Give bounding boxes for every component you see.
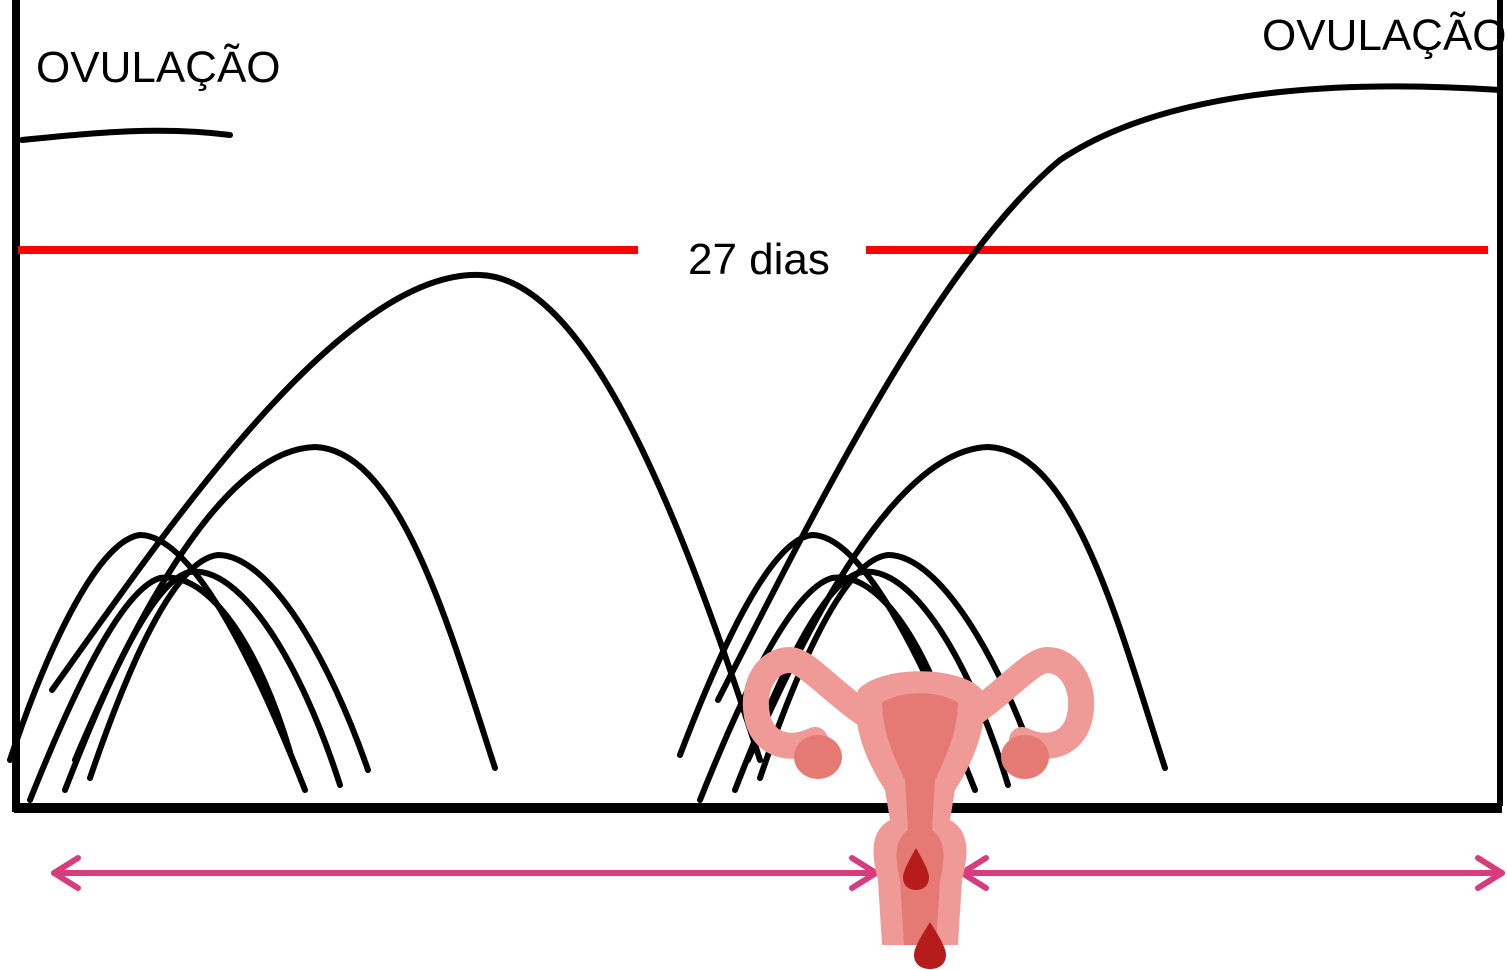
ovulation-label-right: OVULAÇÃO [1262,14,1507,58]
ovary-left [794,735,842,779]
dominant-follicle-curve [52,275,760,760]
follicle-curve [65,572,340,790]
ovary-right [1001,735,1049,779]
follicle-curve [75,447,495,768]
dominant-follicle-previous-curve [22,131,230,140]
uterus-icon [756,660,1081,969]
ovulation-label-left: OVULAÇÃO [36,46,281,90]
cycle-arrow-left [54,858,876,888]
cycle-length-label: 27 dias [688,238,830,282]
cycle-arrows [54,858,1502,888]
cycle-arrow-right [962,858,1502,888]
